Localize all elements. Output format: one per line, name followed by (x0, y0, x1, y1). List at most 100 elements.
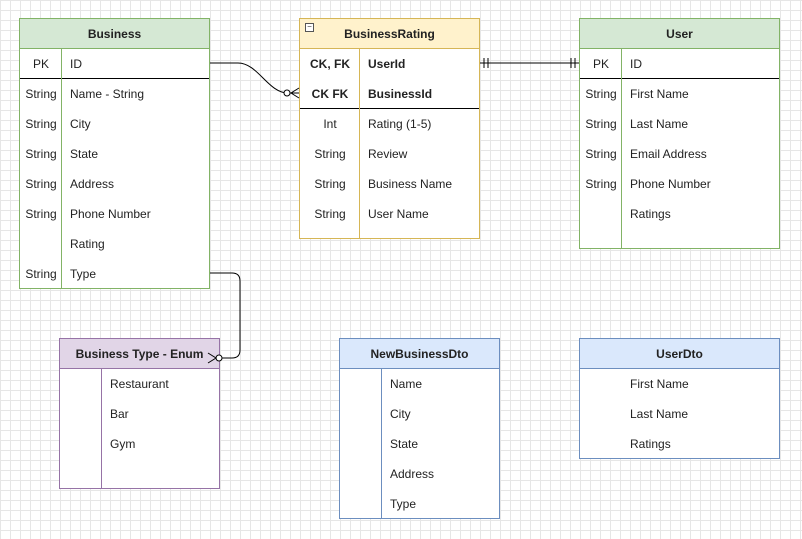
table-row[interactable]: Last Name (580, 399, 779, 429)
business-table[interactable]: Business PK ID String Name - String Strin… (19, 18, 210, 289)
field-name: User Name (368, 207, 429, 221)
table-row[interactable]: String Phone Number (580, 169, 779, 199)
field-name: Name (390, 377, 423, 391)
table-row[interactable]: String State (20, 139, 209, 169)
column-divider (101, 369, 102, 488)
column-divider (359, 49, 360, 238)
field-name: Rating (1-5) (368, 117, 432, 131)
business-rating-title-text: BusinessRating (344, 27, 435, 41)
field-name: Address (390, 467, 435, 481)
user-pk-row[interactable]: PK ID (580, 49, 779, 79)
column-divider (61, 49, 62, 288)
field-type: String (25, 87, 57, 101)
table-row[interactable]: Ratings (580, 199, 779, 229)
field-name: Last Name (630, 117, 689, 131)
user-dto-table[interactable]: UserDto First Name Last Name Ratings (579, 338, 780, 459)
pk-label: PK (592, 57, 609, 71)
key-row[interactable]: CK FK BusinessId (300, 79, 479, 109)
field-name: Ratings (630, 207, 671, 221)
table-row[interactable]: String Phone Number (20, 199, 209, 229)
table-row[interactable]: Int Rating (1-5) (300, 109, 479, 139)
business-pk-row[interactable]: PK ID (20, 49, 209, 79)
new-business-dto-table[interactable]: NewBusinessDto Name City State Address T… (339, 338, 500, 519)
field-type: String (25, 147, 57, 161)
field-name: City (70, 117, 91, 131)
table-row[interactable]: City (340, 399, 499, 429)
rating-to-user-connector[interactable] (480, 58, 579, 68)
enum-value[interactable]: Gym (60, 429, 219, 459)
field-name: Type (390, 497, 417, 511)
field-name: Review (368, 147, 408, 161)
field-type: String (585, 147, 617, 161)
table-row[interactable]: String Email Address (580, 139, 779, 169)
table-row[interactable]: Rating (20, 229, 209, 259)
business-type-enum-table[interactable]: Business Type - Enum Restaurant Bar Gym (59, 338, 220, 489)
table-row[interactable]: String Address (20, 169, 209, 199)
field-name: Type (70, 267, 97, 281)
minus-icon[interactable]: − (305, 23, 314, 32)
business-to-rating-connector[interactable] (210, 62, 300, 99)
business-type-enum-title: Business Type - Enum (60, 339, 219, 369)
table-row[interactable]: String User Name (300, 199, 479, 229)
user-dto-title: UserDto (580, 339, 779, 369)
field-name: City (390, 407, 411, 421)
user-id-field: ID (630, 57, 642, 71)
field-name: First Name (630, 377, 689, 391)
column-divider (621, 49, 622, 248)
field-type: String (25, 177, 57, 191)
user-id-field: UserId (368, 57, 406, 71)
business-id-field: BusinessId (368, 87, 433, 101)
enum-value[interactable]: Bar (60, 399, 219, 429)
field-name: State (390, 437, 419, 451)
table-row[interactable]: String Review (300, 139, 479, 169)
table-row[interactable]: Address (340, 459, 499, 489)
table-row[interactable]: String Type (20, 259, 209, 289)
table-row[interactable]: String First Name (580, 79, 779, 109)
table-row[interactable]: Ratings (580, 429, 779, 459)
business-to-type-connector[interactable] (207, 272, 241, 364)
field-name: First Name (630, 87, 689, 101)
key-type: CK FK (311, 87, 349, 101)
field-name: Business Name (368, 177, 453, 191)
enum-value-label: Gym (110, 437, 136, 451)
field-name: Ratings (630, 437, 671, 451)
field-type: Int (323, 117, 337, 131)
field-type: String (314, 147, 346, 161)
field-name: State (70, 147, 99, 161)
field-name: Phone Number (630, 177, 711, 191)
business-table-title: Business (20, 19, 209, 49)
enum-value-label: Bar (110, 407, 129, 421)
table-row[interactable]: State (340, 429, 499, 459)
field-name: Phone Number (70, 207, 151, 221)
enum-value-label: Restaurant (110, 377, 169, 391)
field-name: Address (70, 177, 115, 191)
table-row[interactable]: String Business Name (300, 169, 479, 199)
key-type: CK, FK (310, 57, 350, 71)
field-name: Rating (70, 237, 105, 251)
user-table-title: User (580, 19, 779, 49)
table-row[interactable]: Name (340, 369, 499, 399)
new-business-dto-title: NewBusinessDto (340, 339, 499, 369)
field-type: String (25, 267, 57, 281)
field-type: String (25, 207, 57, 221)
pk-label: PK (32, 57, 49, 71)
key-row[interactable]: CK, FK UserId (300, 49, 479, 79)
table-row[interactable]: Type (340, 489, 499, 519)
field-type: String (314, 177, 346, 191)
field-name: Name - String (70, 87, 145, 101)
business-id-field: ID (70, 57, 82, 71)
field-name: Last Name (630, 407, 689, 421)
field-type: String (314, 207, 346, 221)
business-rating-table[interactable]: − BusinessRating CK, FK UserId CK FK Bus… (299, 18, 480, 239)
table-row[interactable]: String Name - String (20, 79, 209, 109)
table-row[interactable]: First Name (580, 369, 779, 399)
field-type: String (585, 87, 617, 101)
field-type: String (585, 177, 617, 191)
enum-value[interactable]: Restaurant (60, 369, 219, 399)
column-divider (381, 369, 382, 518)
field-name: Email Address (630, 147, 707, 161)
